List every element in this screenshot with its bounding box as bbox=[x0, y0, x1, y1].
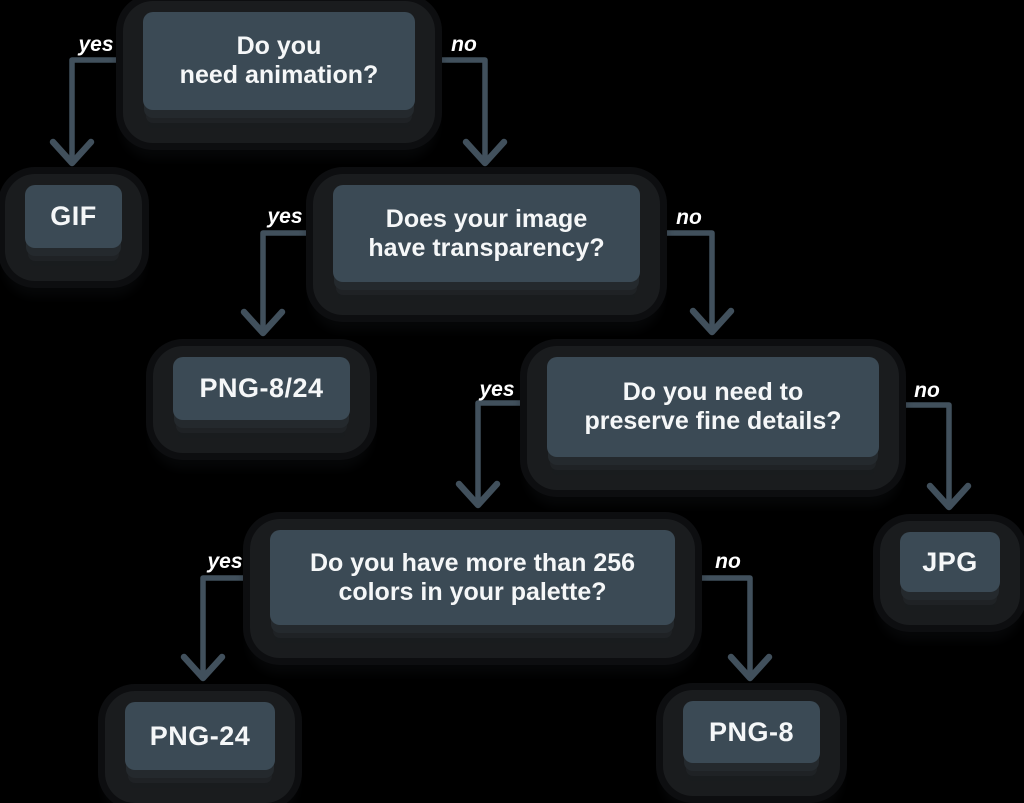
result-text-png-8-24: PNG-8/24 bbox=[173, 357, 350, 420]
question-node-animation: Do you need animation? bbox=[123, 1, 435, 143]
result-text-jpg: JPG bbox=[900, 532, 1000, 592]
result-node-png-8-24: PNG-8/24 bbox=[153, 346, 370, 453]
question-text-transparency: Does your image have transparency? bbox=[333, 185, 640, 282]
arrow-transparency-no bbox=[637, 230, 735, 336]
edge-label-fine-details-no: no bbox=[914, 379, 940, 402]
arrow-animation-yes bbox=[49, 57, 146, 167]
edge-label-transparency-yes: yes bbox=[267, 205, 303, 228]
edge-label-fine-details-yes: yes bbox=[479, 378, 515, 401]
result-node-gif: GIF bbox=[5, 174, 142, 281]
question-node-palette: Do you have more than 256 colors in your… bbox=[250, 519, 695, 658]
result-node-jpg: JPG bbox=[880, 521, 1020, 625]
arrow-transparency-yes bbox=[240, 230, 336, 337]
question-text-fine-details: Do you need to preserve fine details? bbox=[547, 357, 879, 457]
question-text-palette: Do you have more than 256 colors in your… bbox=[270, 530, 675, 625]
edge-label-palette-yes: yes bbox=[207, 550, 243, 573]
question-text-animation: Do you need animation? bbox=[143, 12, 415, 110]
arrow-palette-no bbox=[672, 575, 773, 682]
edge-label-transparency-no: no bbox=[676, 206, 702, 229]
arrow-palette-yes bbox=[180, 575, 273, 682]
arrow-fine-details-no bbox=[876, 402, 972, 511]
edge-label-palette-no: no bbox=[715, 550, 741, 573]
edge-label-animation-yes: yes bbox=[78, 33, 114, 56]
arrow-animation-no bbox=[412, 57, 508, 167]
result-text-gif: GIF bbox=[25, 185, 122, 248]
result-text-png-24: PNG-24 bbox=[125, 702, 275, 770]
edge-label-animation-no: no bbox=[451, 33, 477, 56]
question-node-fine-details: Do you need to preserve fine details? bbox=[527, 346, 899, 490]
result-text-png-8: PNG-8 bbox=[683, 701, 820, 763]
question-node-transparency: Does your image have transparency? bbox=[313, 174, 660, 315]
arrow-fine-details-yes bbox=[455, 400, 550, 509]
result-node-png-8: PNG-8 bbox=[663, 690, 840, 796]
result-node-png-24: PNG-24 bbox=[105, 691, 295, 803]
